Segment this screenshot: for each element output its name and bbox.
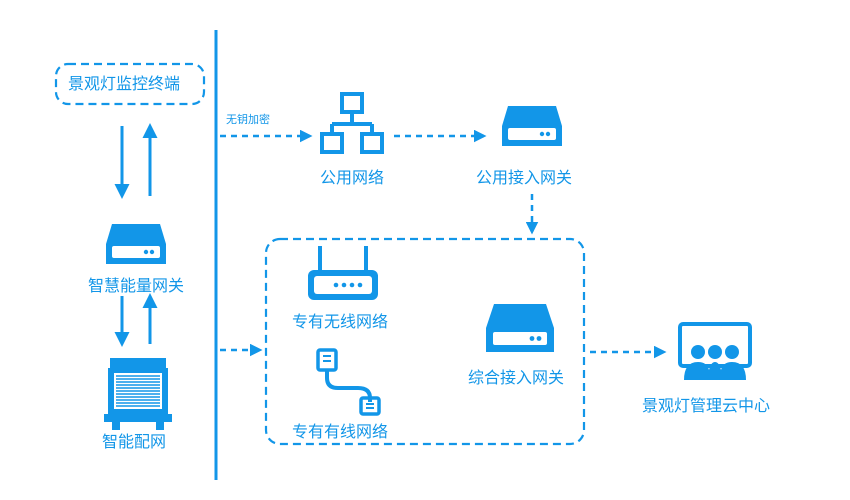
public-network-label: 公用网络: [320, 168, 385, 187]
public-access-gateway-label: 公用接入网关: [476, 168, 573, 187]
terminal-box-outline: [54, 62, 206, 106]
smart-gateway-label: 智慧能量网关: [88, 276, 185, 295]
encryption-label: 无钥加密: [226, 113, 270, 126]
terminal-label: 景观灯监控终端: [68, 74, 181, 93]
server-icon: [106, 224, 166, 264]
private-wireless-label: 专有无线网络: [292, 312, 389, 331]
integrated-access-gateway-label: 综合接入网关: [468, 368, 565, 387]
cable-icon: [316, 348, 381, 416]
network-topology-icon: [320, 92, 384, 154]
router-icon: [308, 246, 378, 300]
distribution-cabinet-icon: [104, 358, 172, 430]
private-network-box-outline: [264, 237, 586, 446]
monitor-users-icon: [678, 322, 752, 380]
server-icon: [486, 304, 554, 352]
server-icon: [502, 106, 562, 146]
cloud-center-label: 景观灯管理云中心: [642, 396, 771, 415]
private-wired-label: 专有有线网络: [292, 422, 389, 441]
smart-distribution-label: 智能配网: [102, 432, 167, 451]
